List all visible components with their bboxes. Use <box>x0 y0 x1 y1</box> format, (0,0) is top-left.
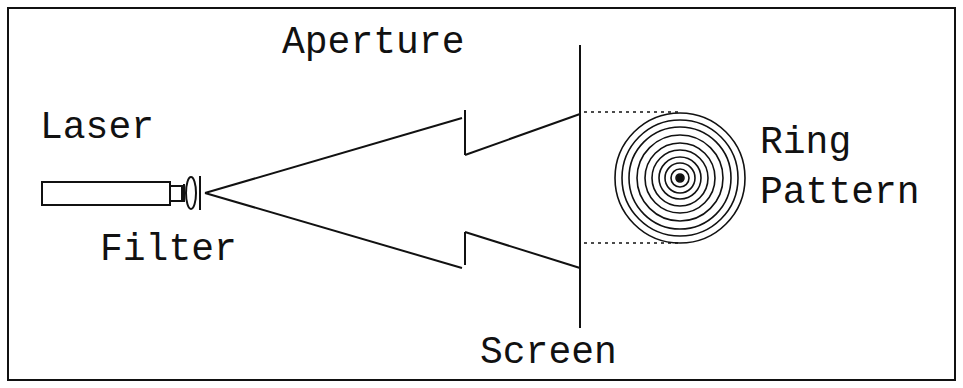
laser-tube <box>42 182 170 205</box>
laser-nozzle <box>170 186 182 201</box>
ring <box>629 127 731 229</box>
ring <box>676 174 684 182</box>
ring-center <box>677 175 683 181</box>
aperture-blade <box>464 110 466 155</box>
projection-line <box>584 111 682 113</box>
part-label: Filter <box>100 228 237 272</box>
beam-line <box>205 118 462 193</box>
part-label: Laser <box>40 106 154 150</box>
part-label: Ring Pattern <box>760 118 950 218</box>
ring <box>622 120 738 236</box>
ring <box>659 157 701 199</box>
filter-plate <box>183 184 185 202</box>
part-label: Aperture <box>282 21 464 65</box>
filter-lens <box>186 177 196 209</box>
ring <box>615 113 745 243</box>
beam-line <box>205 193 462 268</box>
aperture-blade <box>464 232 466 265</box>
ring <box>637 135 723 221</box>
ring-pattern <box>615 113 745 243</box>
screen-line <box>579 45 581 328</box>
beam-line <box>465 232 580 268</box>
part-label: Screen <box>480 331 617 375</box>
frame-border <box>8 8 955 380</box>
ring <box>665 163 695 193</box>
pinhole-plate <box>199 176 201 210</box>
beam-line <box>465 114 580 155</box>
ring <box>652 150 708 206</box>
ring <box>671 169 689 187</box>
ring <box>645 143 715 213</box>
